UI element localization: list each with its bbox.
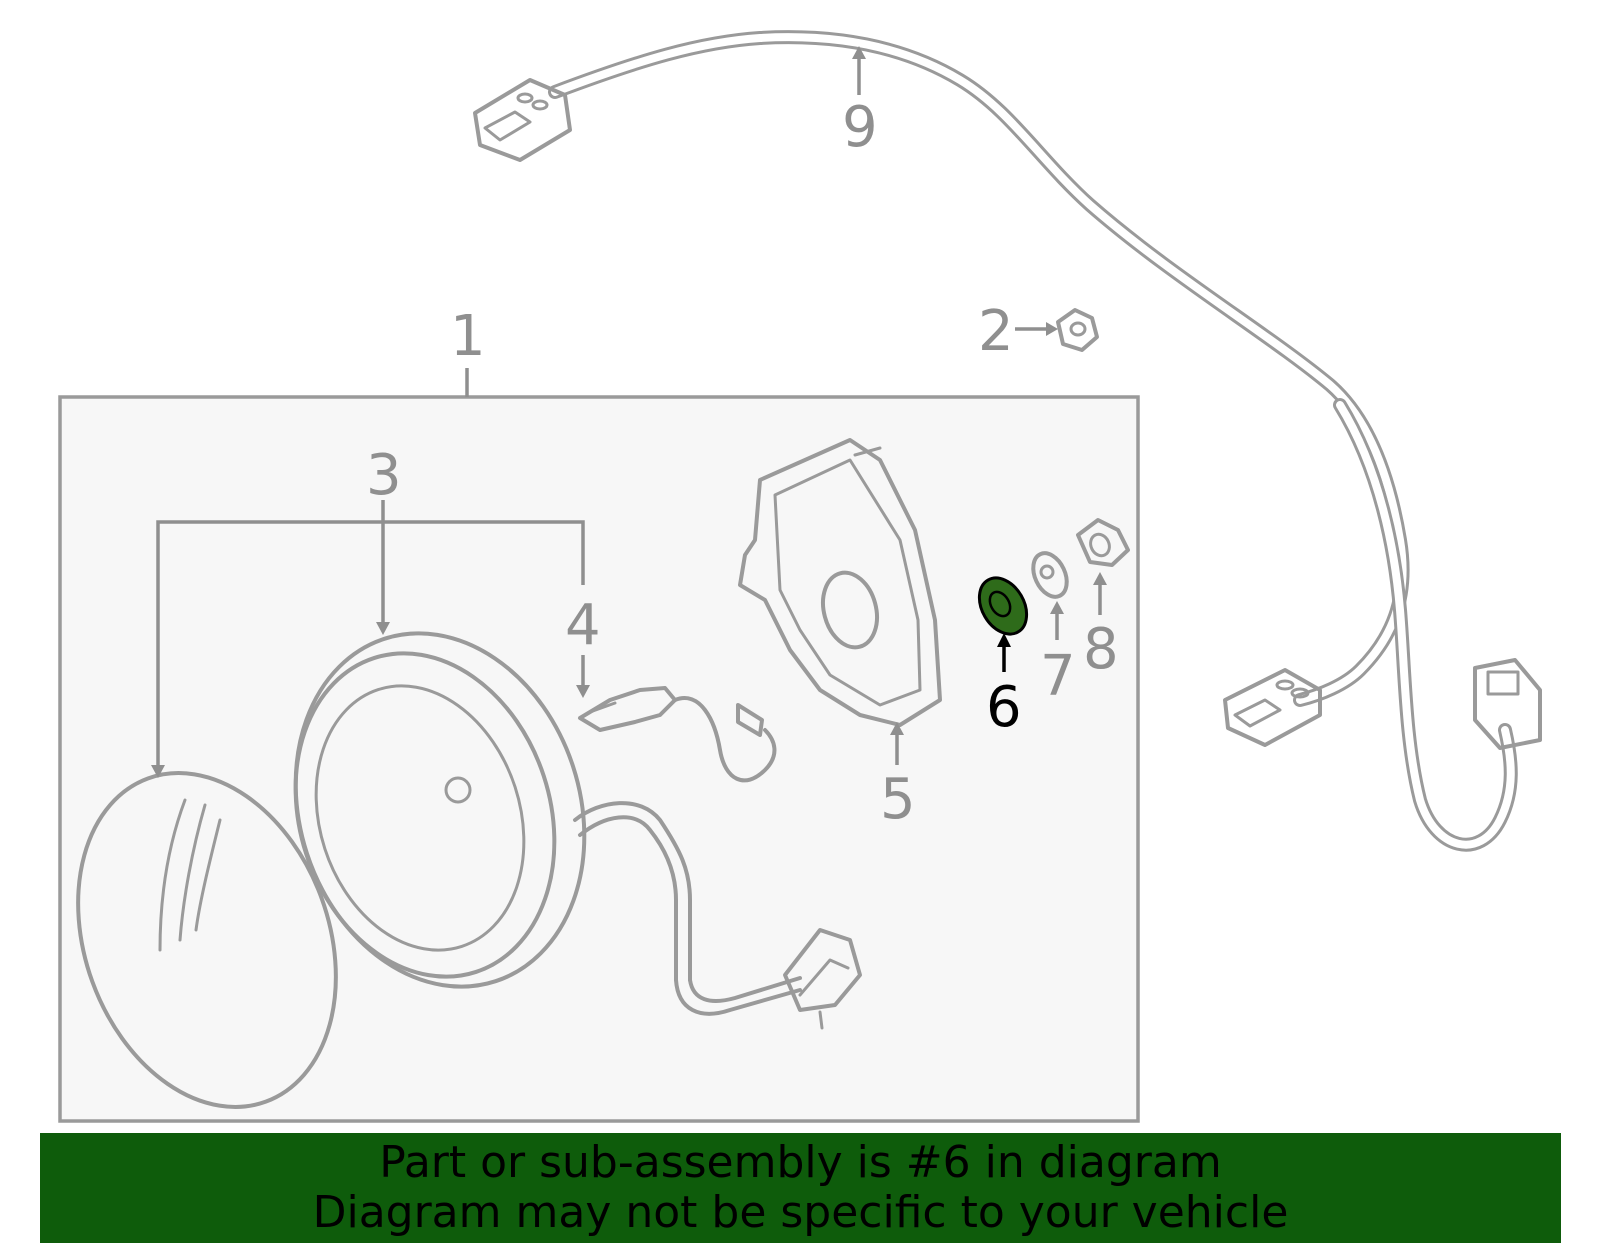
grommet-part-6	[977, 576, 1029, 636]
wiring-harness	[473, 30, 1542, 852]
washer-part-7	[1031, 551, 1069, 599]
callout-3: 3	[366, 443, 402, 508]
callout-7: 7	[1040, 644, 1076, 709]
nut-part-2	[1056, 308, 1099, 352]
harness-connector-top	[473, 78, 572, 162]
nut-part-8	[1076, 518, 1130, 567]
leaders	[151, 46, 1107, 778]
callout-6: 6	[986, 675, 1022, 740]
callout-2: 2	[978, 299, 1014, 364]
callout-5: 5	[880, 767, 916, 832]
callout-1: 1	[450, 304, 486, 369]
callout-9: 9	[842, 95, 878, 160]
banner-line-2: Diagram may not be specific to your vehi…	[312, 1187, 1289, 1238]
harness-connector-end	[1473, 658, 1542, 750]
cover-part-5	[738, 438, 942, 727]
banner-line-1: Part or sub-assembly is #6 in diagram	[379, 1137, 1222, 1188]
bulb-part-4	[578, 686, 777, 783]
headlamp-housing	[293, 631, 802, 1016]
assembly-box	[58, 395, 1140, 1123]
harness-connector-right	[1223, 668, 1322, 747]
callout-4: 4	[565, 593, 601, 658]
headlamp-lens	[76, 771, 338, 1109]
sensor-connector	[783, 928, 862, 1030]
callout-8: 8	[1083, 617, 1119, 682]
info-banner: Part or sub-assembly is #6 in diagram Di…	[40, 1133, 1561, 1243]
